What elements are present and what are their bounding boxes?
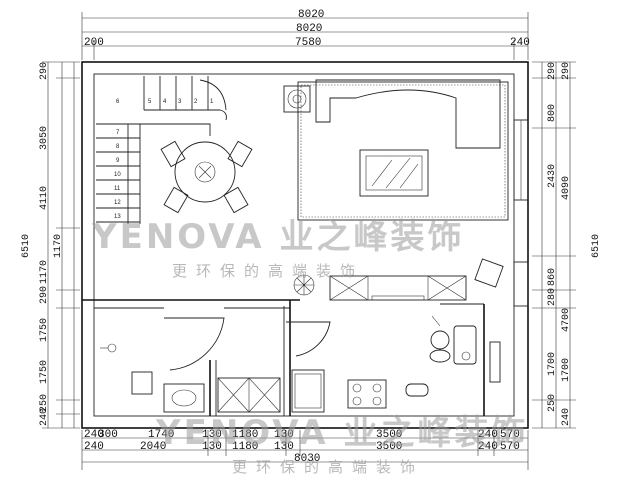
- right-dim-8: 280: [547, 288, 558, 306]
- watermark-tagline: 更环保的高端装饰: [232, 458, 424, 476]
- fixtures: [100, 258, 504, 413]
- left-dimensions: 6510 290 3050 4110 1170 1170 290 1750 17…: [21, 61, 80, 429]
- bottom-dim-r1-2: 1740: [148, 429, 174, 441]
- watermark-lower: YENOVA 业之峰装饰 更环保的高端装饰: [155, 413, 528, 476]
- right-dim-3: 800: [547, 104, 558, 122]
- stair-number: 13: [114, 214, 121, 220]
- bottom-dimensions: 240 300 1740 130 1180 130 3500 240 570 2…: [81, 429, 529, 470]
- stair-number: 6: [116, 99, 120, 105]
- stair-number: 12: [114, 200, 121, 206]
- right-dim-7: 4700: [561, 308, 572, 332]
- right-dim-11: 250: [547, 394, 558, 412]
- left-dim-9: 250: [39, 394, 50, 412]
- top-right-dim: 240: [510, 37, 530, 49]
- stair-number: 4: [163, 99, 167, 105]
- left-dim-7: 1750: [39, 318, 50, 342]
- left-dim-5: 1170: [39, 260, 50, 284]
- dining-table: [160, 140, 253, 214]
- stair-number: 10: [114, 172, 121, 178]
- bottom-dim-r2-3: 130: [202, 441, 222, 453]
- right-dim-9: 1700: [547, 352, 558, 376]
- plant-icon: [293, 274, 315, 296]
- bottom-dim-r1-8: 570: [500, 429, 520, 441]
- staircase: 1 2 3 4 5 6 7 8 9 10 11 12 13: [96, 76, 227, 224]
- bottom-dim-r1-prefix: 300: [98, 429, 118, 441]
- left-dim-4: 1170: [53, 234, 64, 258]
- top-left-dim: 200: [84, 37, 104, 49]
- left-dim-3: 4110: [39, 186, 50, 210]
- bottom-dim-r1-4: 1180: [232, 429, 258, 441]
- right-dim-4: 2430: [547, 164, 558, 188]
- bottom-overall-dim: 8030: [294, 453, 320, 465]
- bottom-dim-r1-3: 130: [202, 429, 222, 441]
- right-dim-5: 4090: [561, 176, 572, 200]
- bottom-dim-r2-4: 1180: [232, 441, 258, 453]
- watermark-upper: YENOVA 业之峰装饰 更环保的高端装饰: [91, 217, 464, 280]
- left-dim-6: 290: [39, 286, 50, 304]
- right-dimensions: 290 290 800 2430 4090 860 4700 280 1700 …: [532, 61, 602, 429]
- left-dim-2: 3050: [39, 126, 50, 150]
- stair-number: 7: [116, 130, 120, 136]
- left-dim-8: 1750: [39, 360, 50, 384]
- living-room-set: [283, 79, 509, 221]
- bottom-dim-r2-6: 3500: [376, 441, 402, 453]
- bottom-dim-r1-6: 3500: [376, 429, 402, 441]
- top-overall-dim-b: 8020: [296, 23, 322, 35]
- watermark-brand: YENOVA 业之峰装饰: [91, 217, 464, 257]
- top-dimensions: 8020 8020 200 7580 240: [81, 9, 530, 60]
- bottom-dim-r2-8: 570: [500, 441, 520, 453]
- top-middle-dim: 7580: [295, 37, 321, 49]
- bottom-dim-r2-2: 2040: [140, 441, 166, 453]
- left-overall-dim: 6510: [21, 234, 32, 258]
- bottom-dim-r1-1: 240: [84, 429, 104, 441]
- bottom-dim-r2-1: 240: [84, 441, 104, 453]
- right-dim-1: 290: [547, 62, 558, 80]
- watermark-brand: YENOVA 业之峰装饰: [155, 413, 528, 453]
- stair-number: 3: [178, 99, 182, 105]
- stair-number: 5: [148, 99, 152, 105]
- right-dim-10: 1700: [561, 358, 572, 382]
- right-dim-2: 290: [561, 62, 572, 80]
- right-overall-dim: 6510: [591, 234, 602, 258]
- walls: [81, 61, 529, 429]
- stair-number: 11: [114, 186, 121, 192]
- left-dim-10: 240: [39, 408, 50, 426]
- stair-number: 1: [210, 99, 214, 105]
- right-dim-12: 240: [561, 408, 572, 426]
- left-dim-1: 290: [39, 62, 50, 80]
- watermark-tagline: 更环保的高端装饰: [172, 262, 364, 280]
- stair-number: 8: [116, 144, 120, 150]
- bottom-dim-r2-5: 130: [274, 441, 294, 453]
- stair-number: 9: [116, 158, 120, 164]
- bottom-dim-r1-7: 240: [478, 429, 498, 441]
- top-overall-dim-a: 8020: [298, 9, 324, 21]
- stair-number: 2: [194, 99, 198, 105]
- right-dim-6: 860: [547, 268, 558, 286]
- bottom-dim-r1-5: 130: [274, 429, 294, 441]
- bottom-dim-r2-7: 240: [478, 441, 498, 453]
